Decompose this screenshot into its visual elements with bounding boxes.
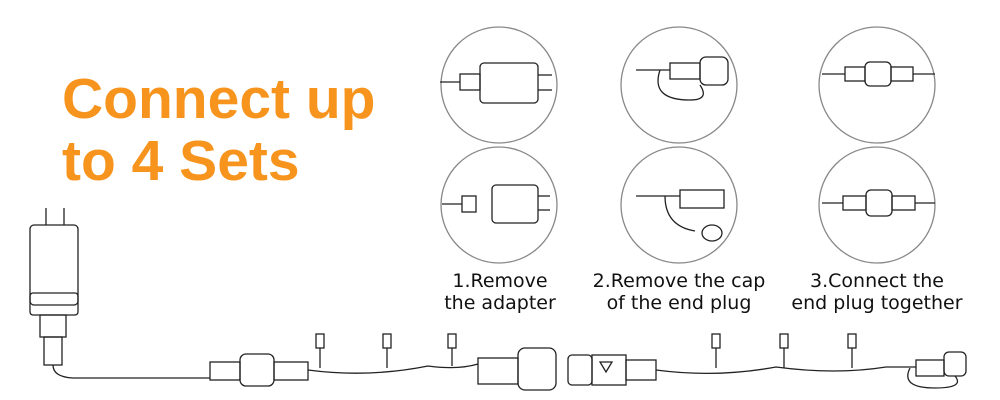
headline: Connect up to 4 Sets [62, 68, 375, 192]
step1-caption-line2: the adapter [444, 292, 556, 314]
step1-caption-line1: 1.Remove [452, 270, 548, 292]
step2-circles [620, 26, 738, 264]
headline-line2: to 4 Sets [62, 129, 300, 193]
adapter-and-light-string [29, 208, 967, 391]
step3-caption-line1: 3.Connect the [810, 270, 944, 292]
step3-caption-line2: end plug together [791, 292, 963, 314]
step1-circles [440, 26, 558, 264]
headline-line1: Connect up [62, 67, 376, 131]
step3-caption: 3.Connect the end plug together [777, 270, 977, 314]
step3-circles [818, 26, 936, 264]
step2-caption: 2.Remove the cap of the end plug [579, 270, 779, 314]
step1-caption: 1.Remove the adapter [400, 270, 600, 314]
step2-caption-line1: 2.Remove the cap [592, 270, 766, 292]
step2-caption-line2: of the end plug [606, 292, 752, 314]
